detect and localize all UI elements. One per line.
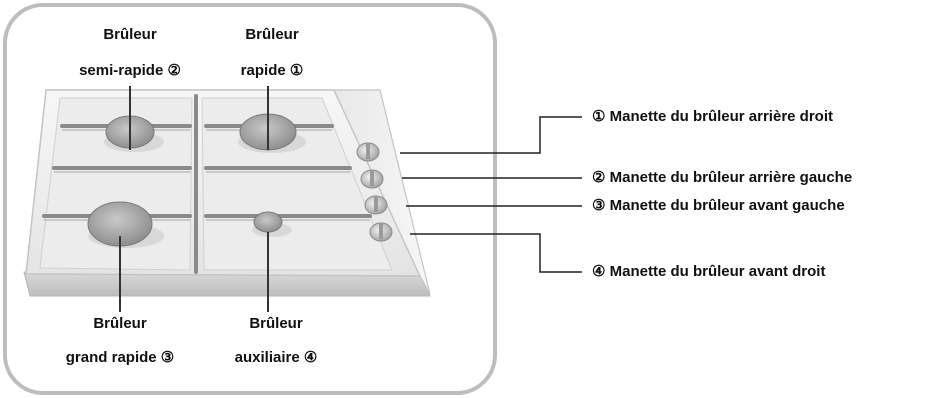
knob-2 xyxy=(360,169,384,189)
label-burner-grand-rapide-title: Brûleur xyxy=(93,315,147,332)
label-burner-rapide: Brûleur rapide ① xyxy=(241,26,304,80)
knobs xyxy=(356,142,393,242)
control-panel xyxy=(333,89,431,295)
label-burner-semi-rapide-title: Brûleur xyxy=(103,26,157,43)
label-burner-auxiliaire-title: Brûleur xyxy=(249,315,303,332)
burner-auxiliaire xyxy=(253,211,283,233)
knob-3 xyxy=(364,195,388,215)
label-burner-rapide-type: rapide ① xyxy=(240,62,304,79)
label-burner-auxiliaire: Brûleur auxiliaire ④ xyxy=(235,315,318,367)
label-burner-semi-rapide-type: semi-rapide ② xyxy=(79,62,181,79)
diagram-frame xyxy=(3,3,497,395)
label-burner-grand-rapide: Brûleur grand rapide ③ xyxy=(66,315,174,367)
label-burner-auxiliaire-type: auxiliaire ④ xyxy=(234,349,318,366)
label-burner-semi-rapide: Brûleur semi-rapide ② xyxy=(79,26,181,80)
knob-1 xyxy=(356,142,380,162)
label-knob-arriere-droit: ① Manette du brûleur arrière droit xyxy=(592,108,833,125)
label-burner-rapide-title: Brûleur xyxy=(245,26,299,43)
label-burner-grand-rapide-type: grand rapide ③ xyxy=(65,349,175,366)
label-knob-avant-droit: ④ Manette du brûleur avant droit xyxy=(592,263,826,280)
label-knob-avant-gauche: ③ Manette du brûleur avant gauche xyxy=(592,197,845,214)
knob-4 xyxy=(369,222,393,242)
knob-leaders xyxy=(400,116,582,273)
burner-leaders xyxy=(119,86,269,312)
label-knob-arriere-gauche: ② Manette du brûleur arrière gauche xyxy=(592,169,853,186)
